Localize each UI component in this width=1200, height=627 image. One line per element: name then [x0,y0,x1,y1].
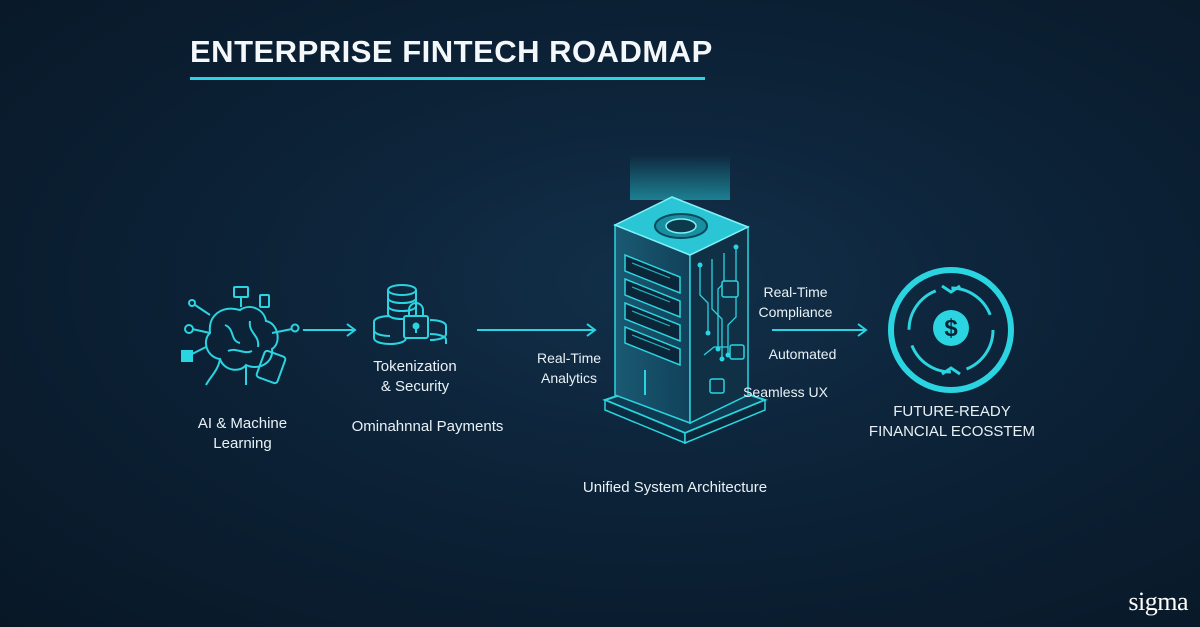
future-label-line1: FUTURE-READY [893,403,1011,420]
token-label-line2: & Security [380,378,450,395]
title-underline [190,77,705,80]
arrow-server-future [772,323,868,337]
analytics-label-line1: Real-Time [536,350,602,366]
feature-compliance-line2: Compliance [758,304,833,320]
token-label: Tokenization & Security [345,357,485,397]
token-sublabel: Ominahnnal Payments [351,418,504,435]
feature-compliance: Real-Time Compliance [748,282,843,322]
feature-compliance-line1: Real-Time [763,284,828,300]
arrow-token-server [477,323,597,337]
svg-text:$: $ [944,315,958,342]
ai-label: AI & Machine Learning [175,414,310,454]
brain-icon [181,286,300,386]
future-label: FUTURE-READY FINANCIAL ECOSSTEM [852,402,1052,442]
feature-seamless-ux: Seamless UX [743,384,828,400]
server-tower-icon [602,155,768,445]
coins-lock-icon [373,284,447,346]
future-label-line2: FINANCIAL ECOSSTEM [868,423,1036,440]
token-label-line1: Tokenization [373,358,457,375]
dollar-circle-icon: $ [888,267,1014,393]
arrow-ai-token [303,323,357,337]
ai-label-line1: AI & Machine [197,415,288,432]
page-title: ENTERPRISE FINTECH ROADMAP [190,34,713,69]
ai-label-line2: Learning [213,435,272,452]
analytics-label-line2: Analytics [540,370,598,386]
feature-automated: Automated [768,346,837,362]
analytics-label: Real-Time Analytics [528,348,610,388]
sigma-logo: sigma [1128,587,1188,616]
server-label: Unified System Architecture [582,479,768,496]
